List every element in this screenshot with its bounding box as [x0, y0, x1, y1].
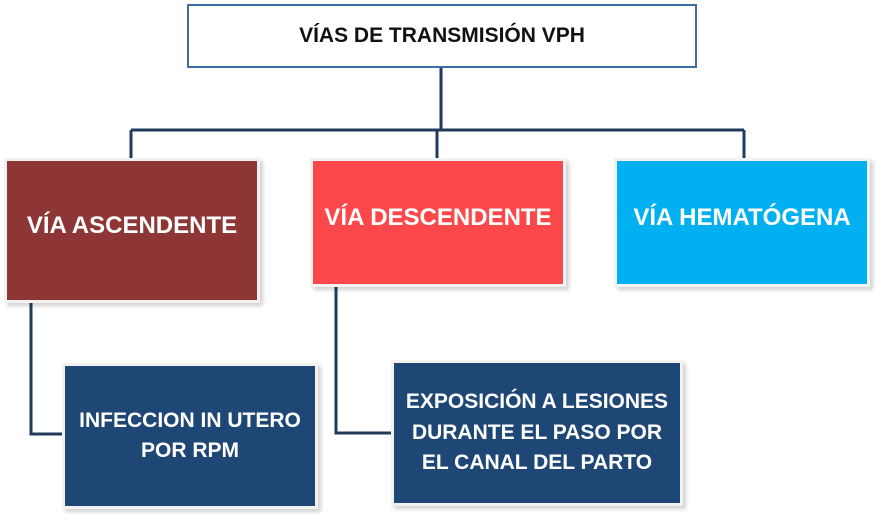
leaf-node-exposicion-lesiones: EXPOSICIÓN A LESIONES DURANTE EL PASO PO…	[391, 360, 683, 506]
branch-node-via-ascendente: VÍA ASCENDENTE	[4, 158, 260, 303]
branch-node-via-hematogena: VÍA HEMATÓGENA	[614, 158, 870, 287]
branch-node-label: VÍA ASCENDENTE	[26, 211, 238, 239]
leaf-connector-descendente	[334, 287, 391, 435]
root-node: VÍAS DE TRANSMISIÓN VPH	[187, 4, 697, 68]
branch-node-via-descendente: VÍA DESCENDENTE	[310, 158, 566, 287]
branch-node-label: VÍA HEMATÓGENA	[633, 203, 851, 231]
leaf-node-line: DURANTE EL PASO POR	[411, 420, 663, 444]
leaf-node-infeccion-in-utero: INFECCION IN UTERO POR RPM	[62, 363, 318, 509]
leaf-node-line: EL CANAL DEL PARTO	[421, 451, 653, 475]
leaf-node-line: POR RPM	[140, 439, 239, 462]
root-node-label: VÍAS DE TRANSMISIÓN VPH	[299, 24, 585, 47]
leaf-node-line: EXPOSICIÓN A LESIONES	[405, 390, 669, 414]
leaf-connector-ascendente	[29, 303, 62, 436]
branch-node-label: VÍA DESCENDENTE	[324, 203, 552, 231]
leaf-node-line: INFECCION IN UTERO	[79, 408, 301, 432]
